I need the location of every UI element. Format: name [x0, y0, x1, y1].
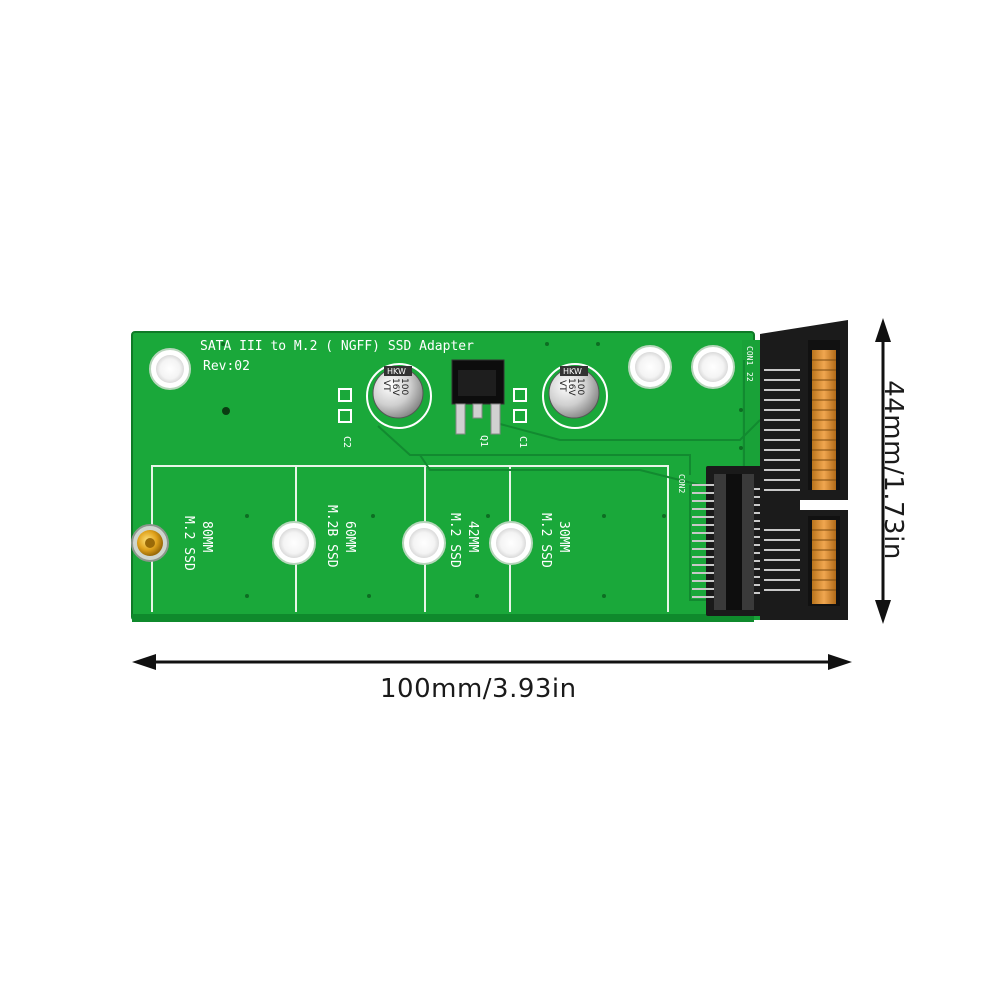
width-dimension-arrow	[132, 654, 852, 670]
board-title: SATA III to M.2 ( NGFF) SSD Adapter	[200, 339, 474, 354]
slot-30-name: M.2 SSD	[538, 513, 553, 568]
smd-pads	[338, 388, 527, 423]
slot-42-name: M.2 SSD	[447, 513, 462, 568]
mounting-hole	[156, 355, 184, 383]
ref-con1: CON1	[745, 346, 754, 365]
mounting-hole	[635, 352, 665, 382]
cap-c4-value: 100	[575, 378, 585, 395]
pcb-bottom-edge	[132, 614, 754, 622]
ref-q1: Q1	[478, 435, 489, 447]
slot-60-size: 60MM	[342, 521, 357, 552]
cap-c4-voltage: 16V	[566, 378, 576, 396]
sata-connector: CON1 22	[745, 320, 848, 620]
width-dimension-label: 100mm/3.93in	[380, 674, 577, 704]
slot-42-size: 42MM	[465, 521, 480, 552]
cap-c3-brand: HKW	[387, 367, 406, 376]
cap-c3-value: 100	[399, 378, 409, 395]
sata-pin-dividers	[812, 359, 836, 591]
cap-c4-series: VT	[557, 380, 567, 392]
voltage-regulator-q1: Q1	[451, 359, 505, 447]
slot-80-size: 80MM	[199, 521, 214, 552]
cap-c4-brand: HKW	[563, 367, 582, 376]
sata-solder-pins	[764, 369, 800, 591]
slot-30-size: 30MM	[556, 521, 571, 552]
slot-60-name: M.2B SSD	[324, 505, 339, 568]
cap-c3-series: VT	[381, 380, 391, 392]
mounting-hole	[409, 528, 439, 558]
capacitor-c3: HKW 100 16V VT	[366, 363, 432, 429]
fiducial-dot	[222, 407, 230, 415]
pcb-board: SATA III to M.2 ( NGFF) SSD Adapter Rev:…	[131, 320, 848, 622]
mounting-hole	[279, 528, 309, 558]
height-dimension-label: 44mm/1.73in	[878, 380, 908, 560]
ref-c2: C2	[341, 436, 352, 448]
ref-con2: CON2	[677, 474, 686, 493]
mounting-hole	[496, 528, 526, 558]
standoff-screw	[131, 524, 169, 562]
capacitor-c4: HKW 100 16V VT	[542, 363, 608, 429]
con1-pin-22-mark: 22	[745, 372, 754, 382]
cap-c3-voltage: 16V	[390, 378, 400, 396]
slot-80-name: M.2 SSD	[181, 516, 196, 571]
pcb-vias	[221, 342, 743, 598]
mounting-hole	[698, 352, 728, 382]
mounting-holes	[149, 345, 735, 565]
ref-c1: C1	[517, 436, 528, 448]
height-dimension-arrow	[875, 318, 891, 624]
board-revision: Rev:02	[203, 359, 250, 374]
